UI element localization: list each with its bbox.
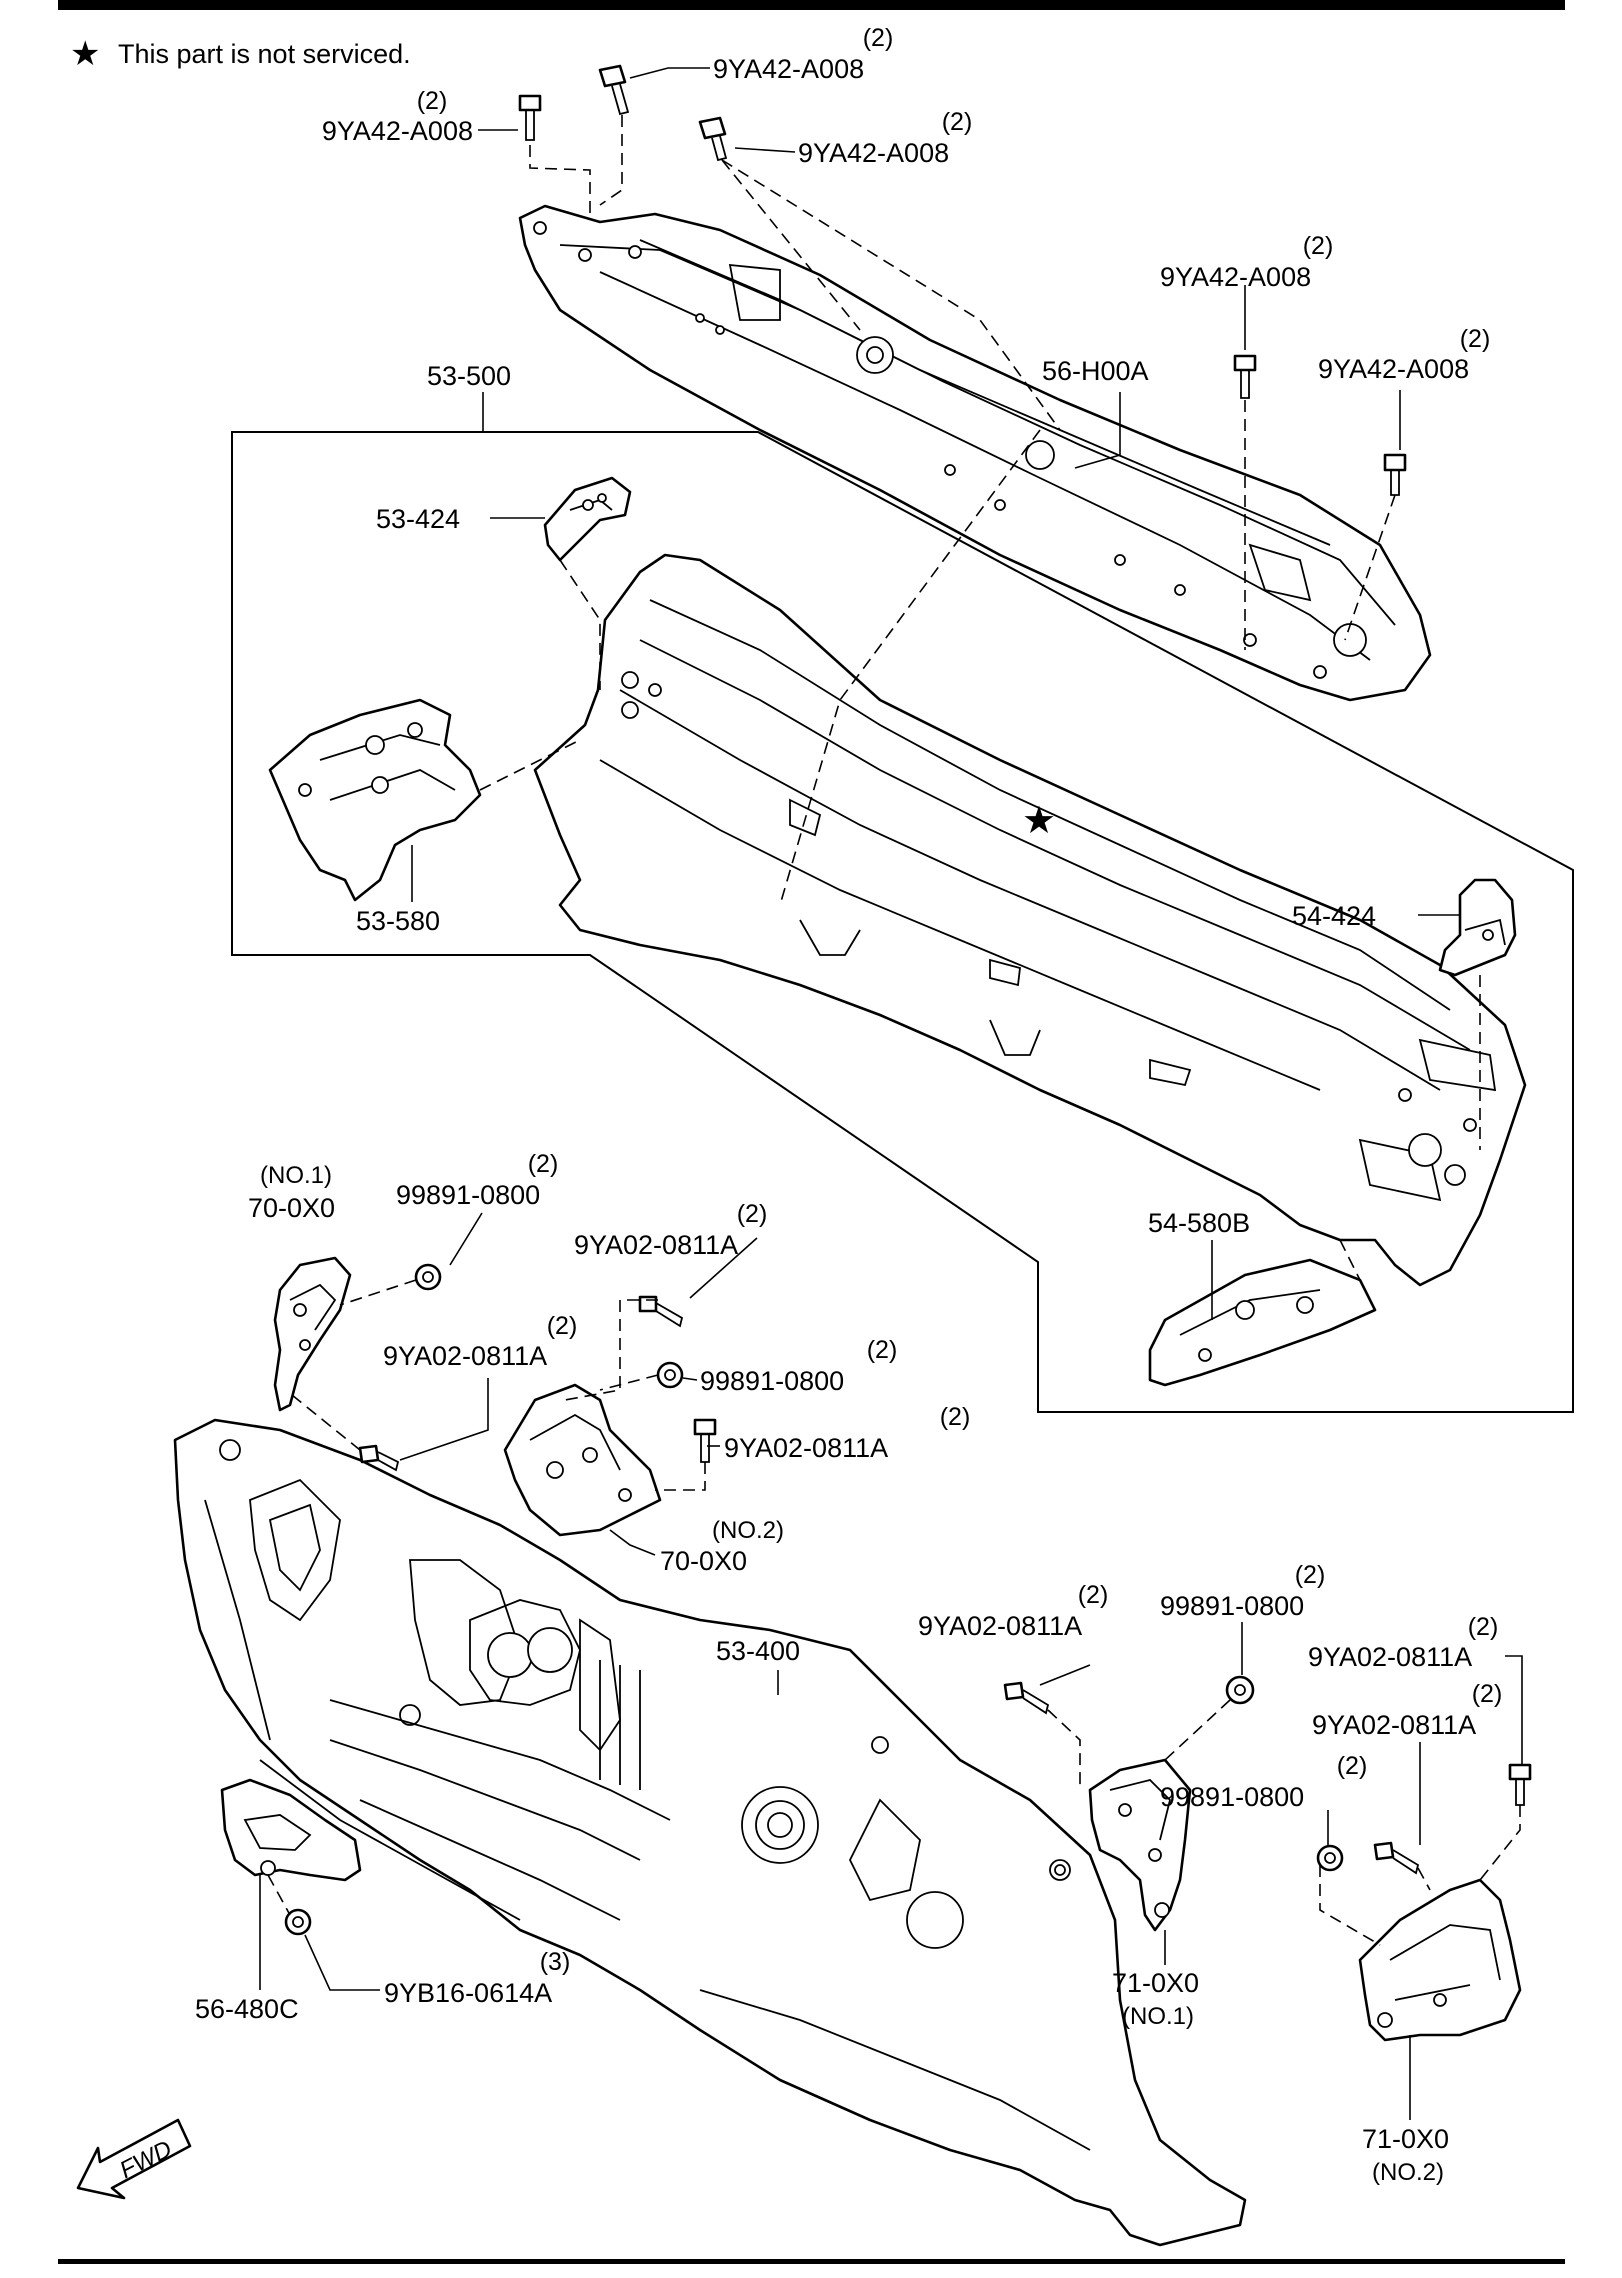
callout-label: 9YA02-0811A (1308, 1642, 1472, 1672)
nut-c16 (656, 1361, 684, 1389)
callout-label: 9YA02-0811A (383, 1341, 547, 1371)
callout-label: 53-580 (356, 906, 440, 936)
callout-qty: (2) (1460, 325, 1491, 353)
bolt-c15 (358, 1444, 400, 1472)
callout-qty: (2) (863, 24, 894, 52)
bracket-70-0x0-no1 (273, 1256, 352, 1412)
bottom-rule (58, 2259, 1565, 2264)
callout-label: 53-400 (716, 1636, 800, 1666)
not-serviced-note: ★ This part is not serviced. (70, 35, 411, 73)
callout-qty: (2) (1295, 1561, 1326, 1589)
bracket-54-580b (1148, 1258, 1377, 1387)
callout-qty: (2) (942, 108, 973, 136)
callout-label: 71-0X0 (1112, 1968, 1199, 1998)
callout-sub: (NO.2) (712, 1517, 784, 1544)
nut-c13 (414, 1263, 442, 1291)
callout-label: 9YA02-0811A (724, 1433, 888, 1463)
bracket-56-480c (220, 1778, 362, 1882)
callout-qty: (2) (528, 1150, 559, 1178)
callout-qty: (2) (867, 1336, 898, 1364)
callout-qty: (2) (1468, 1613, 1499, 1641)
callout-label: 9YA02-0811A (918, 1611, 1082, 1641)
bolt-c22 (1508, 1763, 1532, 1806)
leader-lines (259, 67, 1523, 2120)
bolt-c2 (598, 64, 630, 116)
callout-sub: (NO.1) (260, 1162, 332, 1189)
nut-c24 (1316, 1844, 1344, 1872)
callout-sub: (NO.1) (1122, 2003, 1194, 2030)
callout-label: 53-500 (427, 361, 511, 391)
top-rule (58, 0, 1565, 10)
fwd-arrow-icon: FWD (76, 2118, 192, 2200)
callout-label: 9YA42-A008 (1318, 354, 1469, 384)
callout-label: 9YA42-A008 (798, 138, 949, 168)
callout-label: 54-424 (1292, 901, 1376, 931)
bolt-c23 (1373, 1841, 1420, 1875)
cowl-upper-panel-56-h00a (518, 204, 1432, 702)
callout-qty: (2) (1303, 232, 1334, 260)
callout-label: 9YA02-0811A (574, 1230, 738, 1260)
callout-qty: (2) (417, 87, 448, 115)
callout-label: 70-0X0 (248, 1193, 335, 1223)
callout-qty: (2) (1472, 1680, 1503, 1708)
callout-qty: (2) (737, 1200, 768, 1228)
callout-qty: (2) (940, 1403, 971, 1431)
nut-c26 (284, 1908, 312, 1936)
callout-label: 9YA42-A008 (1160, 262, 1311, 292)
bracket-53-580 (268, 698, 482, 902)
callout-label: 99891-0800 (396, 1180, 540, 1210)
dash-panel-53-400 (173, 1418, 1247, 2247)
bracket-70-0x0-no2 (503, 1383, 662, 1537)
callout-label: 9YA42-A008 (713, 54, 864, 84)
callout-label: 9YA02-0811A (1312, 1710, 1476, 1740)
bolt-c1 (518, 94, 542, 141)
callout-qty: (2) (1078, 1581, 1109, 1609)
bolt-c5 (1383, 453, 1407, 496)
note-text: This part is not serviced. (118, 39, 411, 69)
bolt-c3 (698, 116, 728, 162)
callout-label: 56-H00A (1042, 356, 1149, 386)
bracket-53-424 (543, 476, 632, 562)
callout-label: 70-0X0 (660, 1546, 747, 1576)
bolt-c17 (693, 1418, 717, 1463)
callout-qty: (3) (540, 1948, 571, 1976)
callout-labels: (2) 9YA42-A008 (2) 9YA42-A008 (2) 9YA42-… (195, 24, 1502, 2186)
cowl-lower-panel (533, 553, 1527, 1287)
star-marker-icon: ★ (1022, 800, 1056, 842)
bracket-71-0x0-no2 (1358, 1878, 1522, 2042)
bracket-71-0x0-no1 (1088, 1758, 1192, 1932)
bolt-c4 (1233, 354, 1257, 399)
assembly-lines (267, 115, 1521, 1946)
group-frame-53-500 (231, 431, 1574, 1413)
bolt-c14 (638, 1295, 684, 1328)
callout-qty: (2) (547, 1312, 578, 1340)
callout-label: 99891-0800 (1160, 1591, 1304, 1621)
callout-label: 53-424 (376, 504, 460, 534)
callout-label: 9YB16-0614A (384, 1978, 552, 2008)
callout-label: 54-580B (1148, 1208, 1250, 1238)
callout-sub: (NO.2) (1372, 2159, 1444, 2186)
callout-label: 99891-0800 (700, 1366, 844, 1396)
note-star-icon: ★ (70, 35, 100, 73)
callout-label: 56-480C (195, 1994, 299, 2024)
callout-label: 71-0X0 (1362, 2124, 1449, 2154)
bolt-c20 (1003, 1681, 1050, 1715)
nut-c21 (1225, 1675, 1255, 1705)
callout-label: 99891-0800 (1160, 1782, 1304, 1812)
bracket-54-424 (1438, 878, 1517, 977)
callout-qty: (2) (1337, 1752, 1368, 1780)
callout-label: 9YA42-A008 (322, 116, 473, 146)
